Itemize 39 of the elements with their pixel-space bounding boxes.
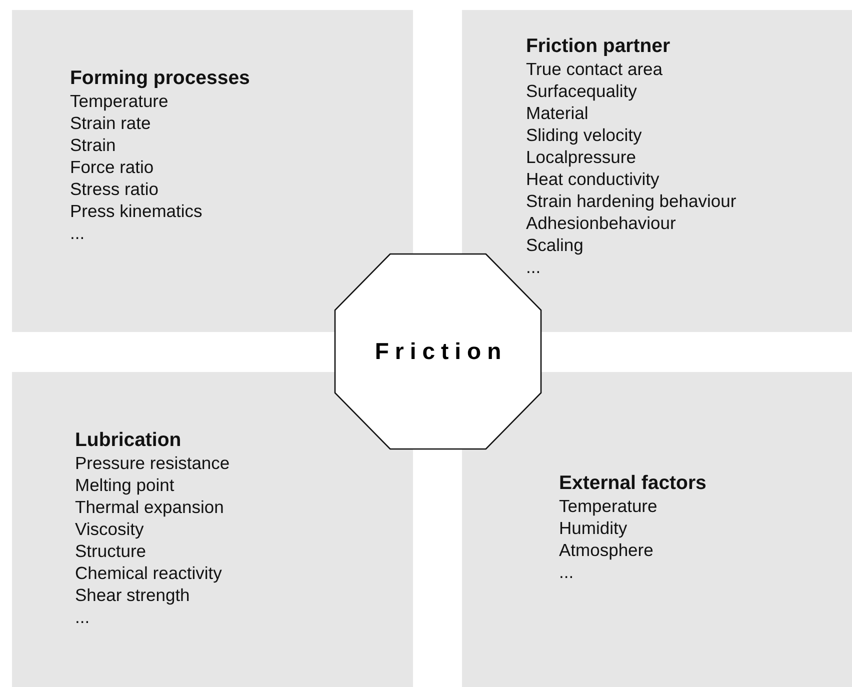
factor-item: Humidity [559, 517, 628, 539]
center-label: Friction [374, 338, 508, 365]
factor-item: Chemical reactivity [75, 562, 222, 584]
factor-item: Strain [70, 134, 116, 156]
panel-heading: Lubrication [75, 428, 182, 452]
factor-item: ... [75, 606, 90, 628]
factor-item: Structure [75, 540, 146, 562]
factor-item: ... [559, 561, 574, 583]
factor-item: Localpressure [526, 146, 636, 168]
factor-item: ... [70, 222, 85, 244]
category-panel [12, 10, 413, 332]
factor-item: Atmosphere [559, 539, 654, 561]
factor-item: Scaling [526, 234, 584, 256]
panel-heading: Friction partner [526, 34, 670, 58]
panel-heading: Forming processes [70, 66, 250, 90]
factor-item: Stress ratio [70, 178, 158, 200]
category-panel [12, 372, 413, 687]
panel-heading: External factors [559, 471, 706, 495]
factor-item: Heat conductivity [526, 168, 660, 190]
category-panel [462, 372, 852, 687]
factor-item: Thermal expansion [75, 496, 224, 518]
category-panel [462, 10, 852, 332]
factor-item: Adhesionbehaviour [526, 212, 676, 234]
factor-item: Shear strength [75, 584, 190, 606]
factor-item: Viscosity [75, 518, 144, 540]
factor-item: True contact area [526, 58, 663, 80]
factor-item: Press kinematics [70, 200, 202, 222]
factor-item: Temperature [559, 495, 658, 517]
factor-item: Sliding velocity [526, 124, 642, 146]
factor-item: Melting point [75, 474, 174, 496]
factor-item: Strain rate [70, 112, 151, 134]
factor-item: Material [526, 102, 588, 124]
factor-item: Surfacequality [526, 80, 637, 102]
factor-item: Temperature [70, 90, 168, 112]
factor-item: ... [526, 256, 541, 278]
factor-item: Force ratio [70, 156, 154, 178]
octagon-node [334, 253, 542, 450]
factor-item: Strain hardening behaviour [526, 190, 736, 212]
factor-item: Pressure resistance [75, 452, 230, 474]
